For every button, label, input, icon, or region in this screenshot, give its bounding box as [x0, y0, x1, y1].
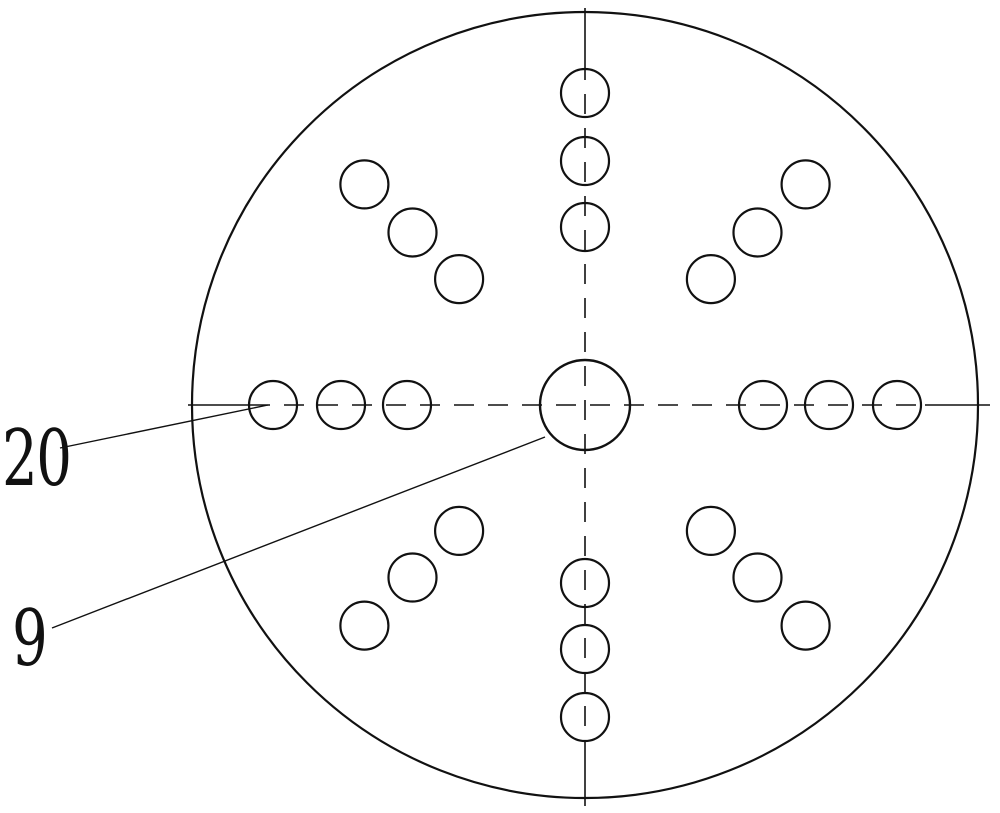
small-hole [687, 255, 735, 303]
label-20: 20 [2, 420, 71, 498]
small-hole [734, 554, 782, 602]
label-9: 9 [12, 600, 46, 678]
small-hole [435, 255, 483, 303]
small-hole [340, 602, 388, 650]
leader-lines [52, 405, 545, 628]
small-hole [340, 160, 388, 208]
small-hole [389, 209, 437, 257]
small-hole [734, 209, 782, 257]
small-hole [389, 554, 437, 602]
small-hole [435, 507, 483, 555]
leader-line-9 [52, 437, 545, 628]
small-hole [782, 160, 830, 208]
small-hole [687, 507, 735, 555]
small-hole [782, 602, 830, 650]
leader-line-20 [60, 405, 268, 448]
centerlines [188, 8, 990, 806]
